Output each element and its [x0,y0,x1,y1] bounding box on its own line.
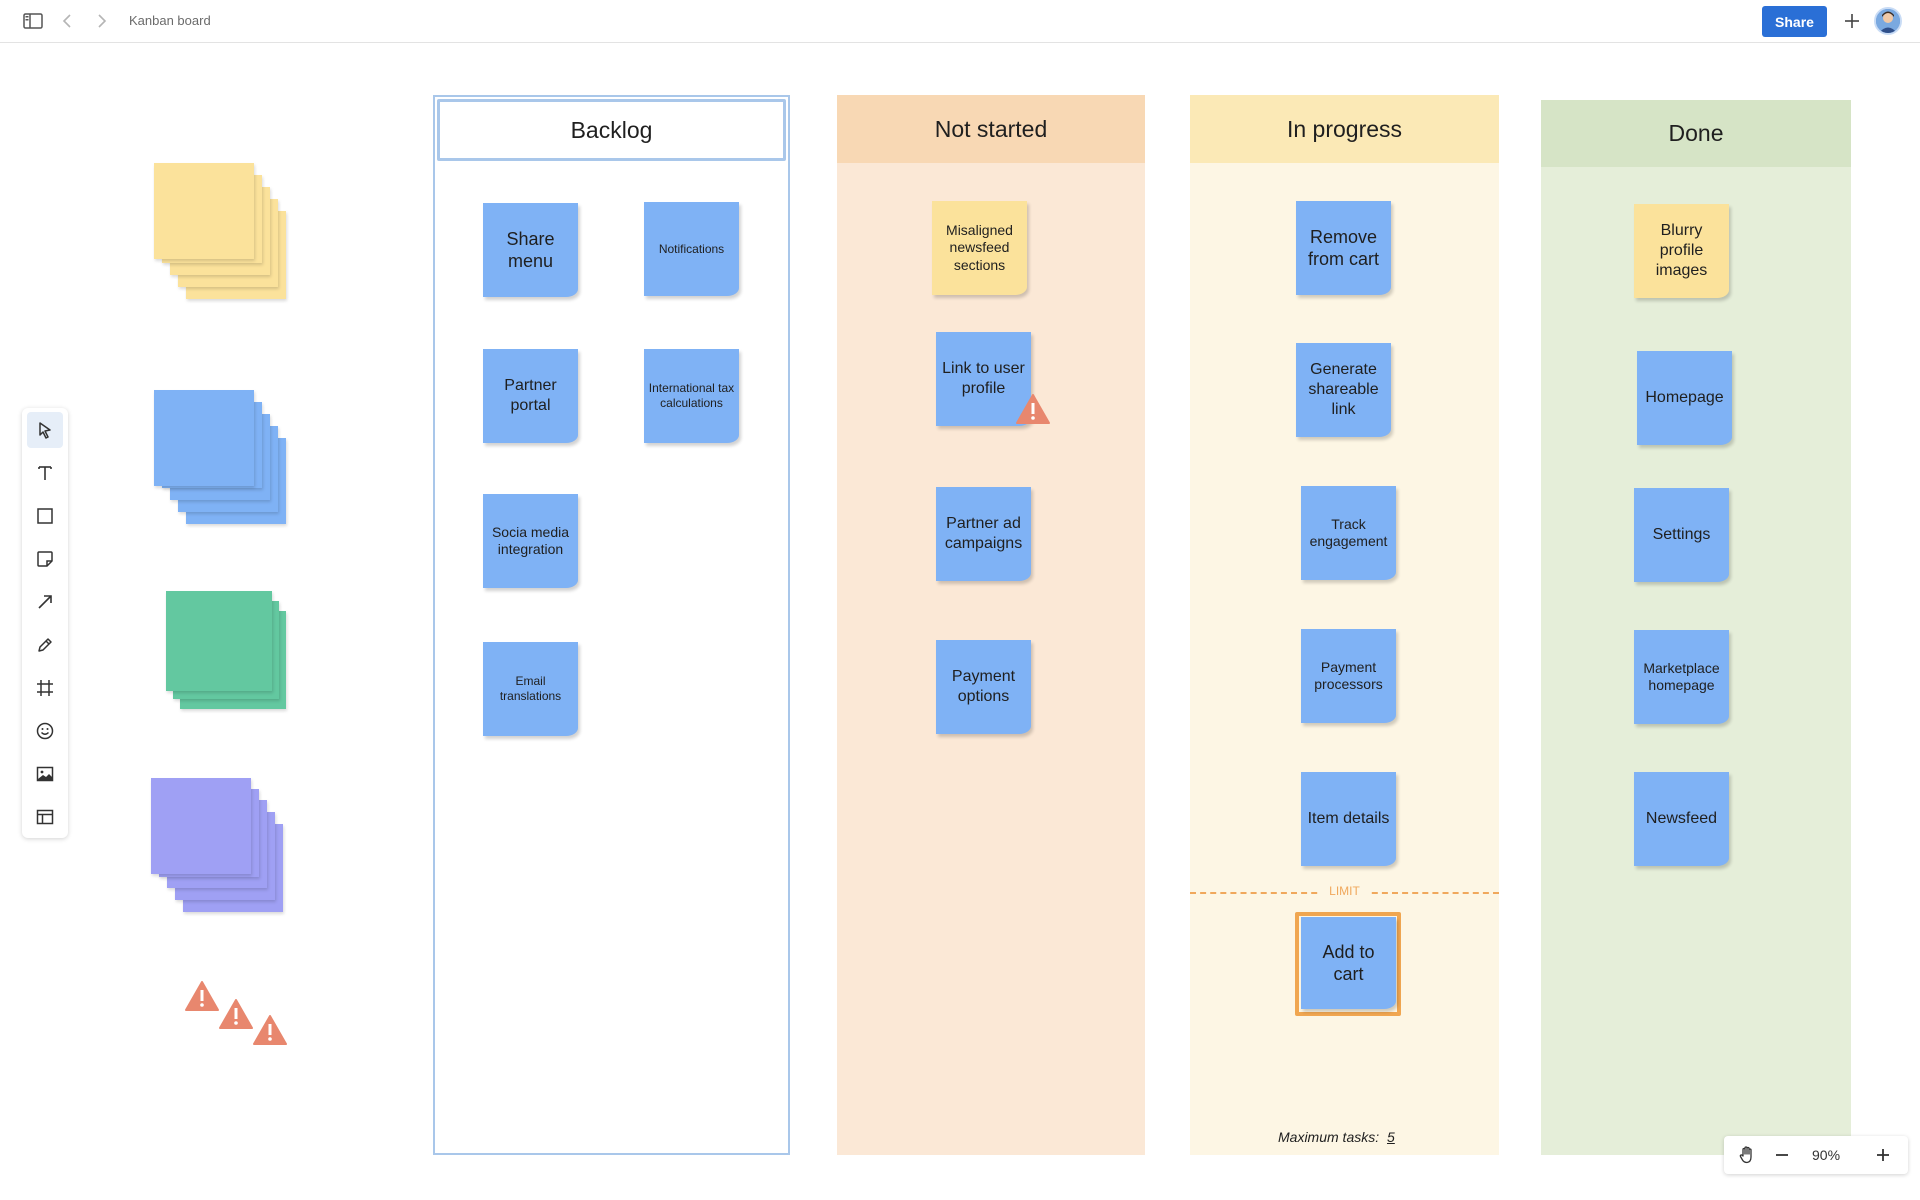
max-tasks-note: Maximum tasks: 5 [1278,1129,1395,1145]
card-email-translations[interactable]: Email translations [483,642,578,736]
shape-tool-icon[interactable] [27,498,63,534]
connector-arrow-icon[interactable] [27,584,63,620]
card-share-menu[interactable]: Share menu [483,203,578,297]
add-icon[interactable] [1840,9,1864,33]
limit-label: LIMIT [1321,884,1368,898]
card-partner-portal[interactable]: Partner portal [483,349,578,443]
limit-exceeded-highlight [1295,912,1401,1016]
zoom-out-icon[interactable] [1770,1143,1794,1167]
template-tool-icon[interactable] [27,799,63,835]
max-tasks-label: Maximum tasks: [1278,1129,1380,1145]
card-payment-processors[interactable]: Payment processors [1301,629,1396,723]
select-tool-icon[interactable] [27,412,63,448]
card-generate-shareable-link[interactable]: Generate shareable link [1296,343,1391,437]
column-header-not-started: Not started [837,95,1145,163]
card-link-to-user-profile[interactable]: Link to user profile [936,332,1031,426]
column-not-started: Not started Misaligned newsfeed sections… [837,95,1145,1155]
zoom-level[interactable]: 90% [1812,1147,1841,1163]
card-partner-ad-campaigns[interactable]: Partner ad campaigns [936,487,1031,581]
zoom-controls: 90% [1724,1136,1908,1174]
warning-icon [185,981,219,1011]
card-homepage[interactable]: Homepage [1637,351,1732,445]
max-tasks-value[interactable]: 5 [1387,1129,1395,1145]
zoom-in-icon[interactable] [1871,1143,1895,1167]
column-in-progress: In progress Remove from cart Generate sh… [1190,95,1499,1155]
warning-stamp-group[interactable] [185,980,290,1057]
forward-arrow-icon[interactable] [90,9,114,33]
frame-tool-icon[interactable] [27,670,63,706]
card-settings[interactable]: Settings [1634,488,1729,582]
card-add-to-cart[interactable]: Add to cart [1301,917,1396,1009]
warning-icon[interactable] [1015,393,1051,430]
pen-tool-icon[interactable] [27,627,63,663]
emoji-tool-icon[interactable] [27,713,63,749]
card-misaligned-newsfeed[interactable]: Misaligned newsfeed sections [932,201,1027,295]
card-international-tax[interactable]: International tax calculations [644,349,739,443]
column-done: Done Blurry profile images Homepage Sett… [1541,100,1851,1155]
card-marketplace-homepage[interactable]: Marketplace homepage [1634,630,1729,724]
tools-panel [22,408,68,838]
card-item-details[interactable]: Item details [1301,772,1396,866]
back-arrow-icon[interactable] [55,9,79,33]
avatar[interactable] [1874,7,1902,35]
hand-tool-icon[interactable] [1735,1143,1759,1167]
image-tool-icon[interactable] [27,756,63,792]
share-button[interactable]: Share [1762,6,1827,37]
sidebar-toggle-icon[interactable] [21,9,45,33]
card-newsfeed[interactable]: Newsfeed [1634,772,1729,866]
column-header-backlog: Backlog [437,99,786,161]
card-remove-from-cart[interactable]: Remove from cart [1296,201,1391,295]
top-bar: Kanban board Share [0,0,1920,43]
card-payment-options[interactable]: Payment options [936,640,1031,734]
column-header-done: Done [1541,100,1851,167]
card-notifications[interactable]: Notifications [644,202,739,296]
column-header-in-progress: In progress [1190,95,1499,163]
document-title: Kanban board [129,13,211,28]
card-blurry-profile-images[interactable]: Blurry profile images [1634,204,1729,298]
column-backlog: Backlog Share menu Notifications Partner… [433,95,790,1155]
sticky-note-tool-icon[interactable] [27,541,63,577]
card-social-media-integration[interactable]: Socia media integration [483,494,578,588]
text-tool-icon[interactable] [27,455,63,491]
card-track-engagement[interactable]: Track engagement [1301,486,1396,580]
